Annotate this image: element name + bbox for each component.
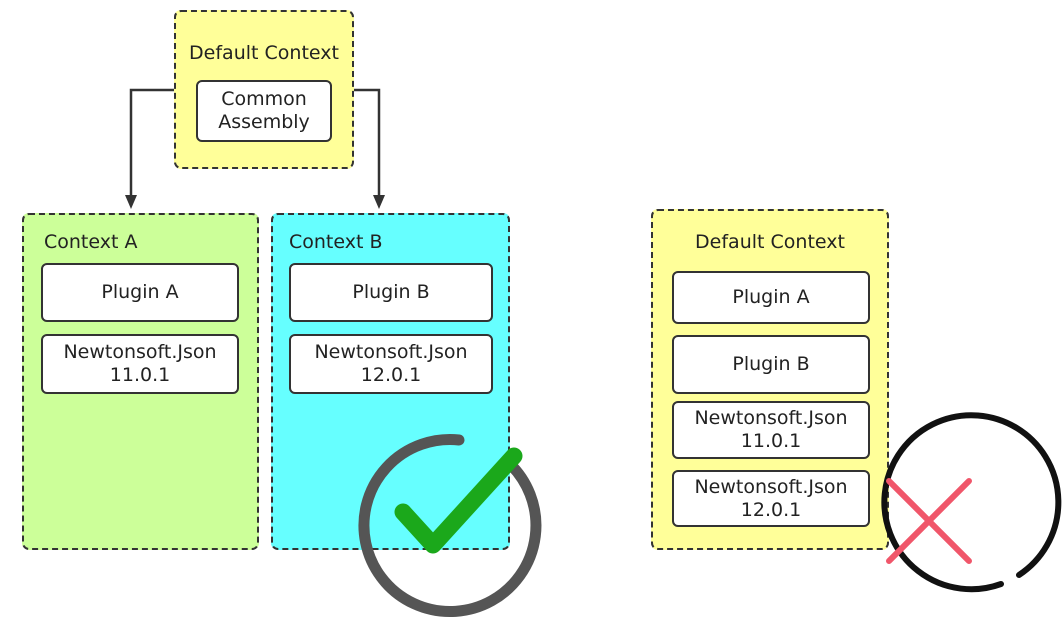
default-context-top: Default Context Common Assembly bbox=[174, 10, 354, 169]
newtonsoft-json-name: Newtonsoft.Json bbox=[63, 341, 217, 363]
plugin-a-box: Plugin A bbox=[672, 271, 870, 324]
plugin-b-label: Plugin B bbox=[352, 281, 430, 303]
arrowhead-context-a-icon bbox=[125, 195, 137, 209]
plugin-a-label: Plugin A bbox=[732, 286, 810, 308]
newtonsoft-json-version: 12.0.1 bbox=[360, 364, 422, 386]
plugin-b-box: Plugin B bbox=[672, 335, 870, 394]
plugin-b-label: Plugin B bbox=[732, 353, 810, 375]
context-b-title: Context B bbox=[289, 231, 383, 253]
newtonsoft-json-version: 11.0.1 bbox=[109, 364, 171, 386]
newtonsoft-json-version: 12.0.1 bbox=[740, 498, 802, 521]
arrowhead-context-b-icon bbox=[373, 195, 385, 209]
newtonsoft-json-name: Newtonsoft.Json bbox=[314, 341, 468, 363]
arrow-to-context-a bbox=[129, 88, 175, 197]
default-context-right: Default Context Plugin A Plugin B Newton… bbox=[651, 209, 889, 550]
default-context-top-title: Default Context bbox=[189, 42, 339, 64]
default-context-right-title: Default Context bbox=[695, 231, 845, 253]
newtonsoft-json-name: Newtonsoft.Json bbox=[694, 407, 848, 429]
common-assembly-line1: Common bbox=[221, 88, 307, 110]
plugin-a-label: Plugin A bbox=[101, 281, 179, 303]
arrow-to-context-b bbox=[353, 88, 381, 197]
common-assembly-box: Common Assembly bbox=[196, 80, 332, 142]
newtonsoft-json-name: Newtonsoft.Json bbox=[694, 475, 848, 498]
newtonsoft-json-12-box: Newtonsoft.Json 12.0.1 bbox=[672, 470, 870, 527]
context-a-title: Context A bbox=[44, 231, 138, 253]
context-a: Context A Plugin A Newtonsoft.Json 11.0.… bbox=[22, 213, 259, 550]
plugin-b-box: Plugin B bbox=[289, 263, 493, 322]
common-assembly-line2: Assembly bbox=[218, 111, 310, 133]
newtonsoft-json-version: 11.0.1 bbox=[740, 430, 802, 452]
newtonsoft-json-12-box: Newtonsoft.Json 12.0.1 bbox=[289, 334, 493, 394]
newtonsoft-json-11-box: Newtonsoft.Json 11.0.1 bbox=[41, 334, 239, 394]
plugin-a-box: Plugin A bbox=[41, 263, 239, 322]
newtonsoft-json-11-box: Newtonsoft.Json 11.0.1 bbox=[672, 401, 870, 459]
